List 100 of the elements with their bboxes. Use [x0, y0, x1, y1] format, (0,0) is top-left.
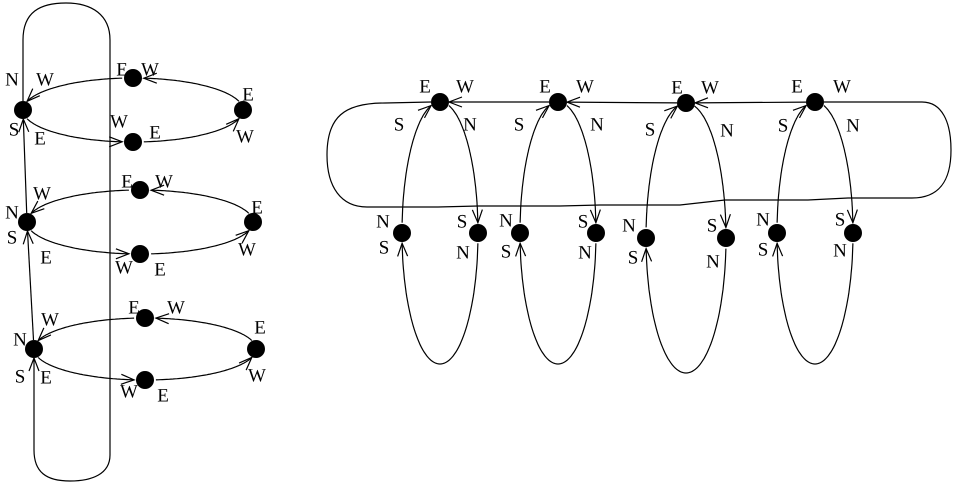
port-label: N [833, 242, 847, 260]
arrow [150, 184, 250, 214]
port-label: N [756, 210, 770, 230]
port-label: S [378, 238, 390, 258]
port-label: S [778, 116, 788, 136]
port-label: S [6, 228, 18, 248]
arrow [30, 230, 130, 260]
port-label: W [141, 60, 159, 80]
port-label: E [254, 318, 266, 338]
arrow [824, 105, 858, 224]
port-label: N [846, 116, 860, 136]
arrow [402, 105, 432, 223]
port-label: S [394, 116, 404, 134]
junction-dot [244, 213, 262, 231]
port-label: E [791, 78, 803, 96]
arrow [156, 356, 252, 380]
port-label: E [671, 78, 683, 98]
arrow [38, 318, 134, 342]
port-label: W [238, 240, 256, 260]
junction-dot [124, 133, 142, 151]
junction-dot [844, 224, 862, 242]
port-label: S [500, 242, 512, 262]
junction-dot [393, 224, 411, 242]
junction-dot [131, 181, 149, 199]
arrow [18, 118, 30, 214]
port-label: N [590, 116, 604, 134]
port-label: W [110, 112, 128, 132]
port-label: N [622, 216, 636, 236]
arrow [26, 118, 123, 148]
junction-dot [768, 224, 786, 242]
port-label: S [706, 216, 718, 236]
port-label: N [706, 252, 720, 272]
port-label: N [456, 244, 470, 262]
junction-dot [25, 340, 43, 358]
arrow [38, 356, 135, 385]
arrow [772, 242, 854, 365]
junction-dot [247, 340, 265, 358]
port-label: W [120, 382, 138, 402]
port-label: S [456, 212, 468, 232]
arrow [566, 96, 677, 108]
arrow [448, 96, 549, 108]
junction-dot [136, 371, 154, 389]
port-label: W [576, 78, 594, 96]
junction-dot [431, 93, 449, 111]
port-label: E [149, 124, 161, 142]
port-label: W [115, 258, 133, 278]
port-label: S [834, 210, 846, 230]
port-label: S [644, 120, 656, 140]
port-label: W [41, 310, 59, 330]
junction-dot [549, 93, 567, 111]
port-label: W [248, 366, 266, 386]
arrow [22, 2, 111, 482]
junction-dot [234, 101, 252, 119]
junction-dot [131, 245, 149, 263]
connector-line [326, 101, 952, 208]
junction-dot [806, 93, 824, 111]
arrow [694, 106, 731, 228]
arrow [30, 190, 129, 214]
arrow [397, 242, 478, 365]
arrow [520, 105, 550, 223]
port-label: W [33, 184, 51, 204]
junction-dot [717, 229, 735, 247]
arrow [151, 230, 250, 254]
arrow [515, 242, 596, 365]
port-label: N [463, 116, 477, 134]
arrow [566, 105, 601, 224]
arrow [448, 105, 483, 224]
port-label: W [36, 70, 54, 90]
port-label: N [499, 212, 513, 230]
port-label: E [40, 368, 52, 388]
port-label: E [242, 86, 254, 104]
arrow [144, 118, 240, 142]
port-label: E [157, 386, 169, 406]
port-label: W [833, 78, 851, 96]
arrow [22, 230, 34, 340]
port-label: N [578, 244, 592, 262]
junction-dot [587, 224, 605, 242]
arrow [26, 78, 122, 102]
port-label: E [539, 78, 551, 96]
port-label: N [376, 212, 390, 232]
port-label: N [13, 330, 27, 350]
junction-dot [677, 94, 695, 112]
arrow [155, 313, 252, 342]
port-label: S [628, 248, 638, 268]
port-label: S [8, 120, 20, 140]
port-label: W [701, 78, 719, 98]
port-label: W [155, 172, 173, 192]
port-label: S [14, 368, 26, 386]
arrow [694, 97, 806, 108]
port-label: N [720, 122, 734, 140]
junction-dot [511, 224, 529, 242]
junction-dot [469, 224, 487, 242]
port-label: W [456, 78, 474, 96]
port-label: E [40, 248, 52, 268]
port-label: N [5, 204, 19, 222]
arrow [143, 72, 240, 102]
port-label: W [167, 298, 185, 318]
port-label: S [758, 240, 768, 260]
port-label: S [514, 116, 524, 134]
port-label: E [251, 198, 263, 218]
